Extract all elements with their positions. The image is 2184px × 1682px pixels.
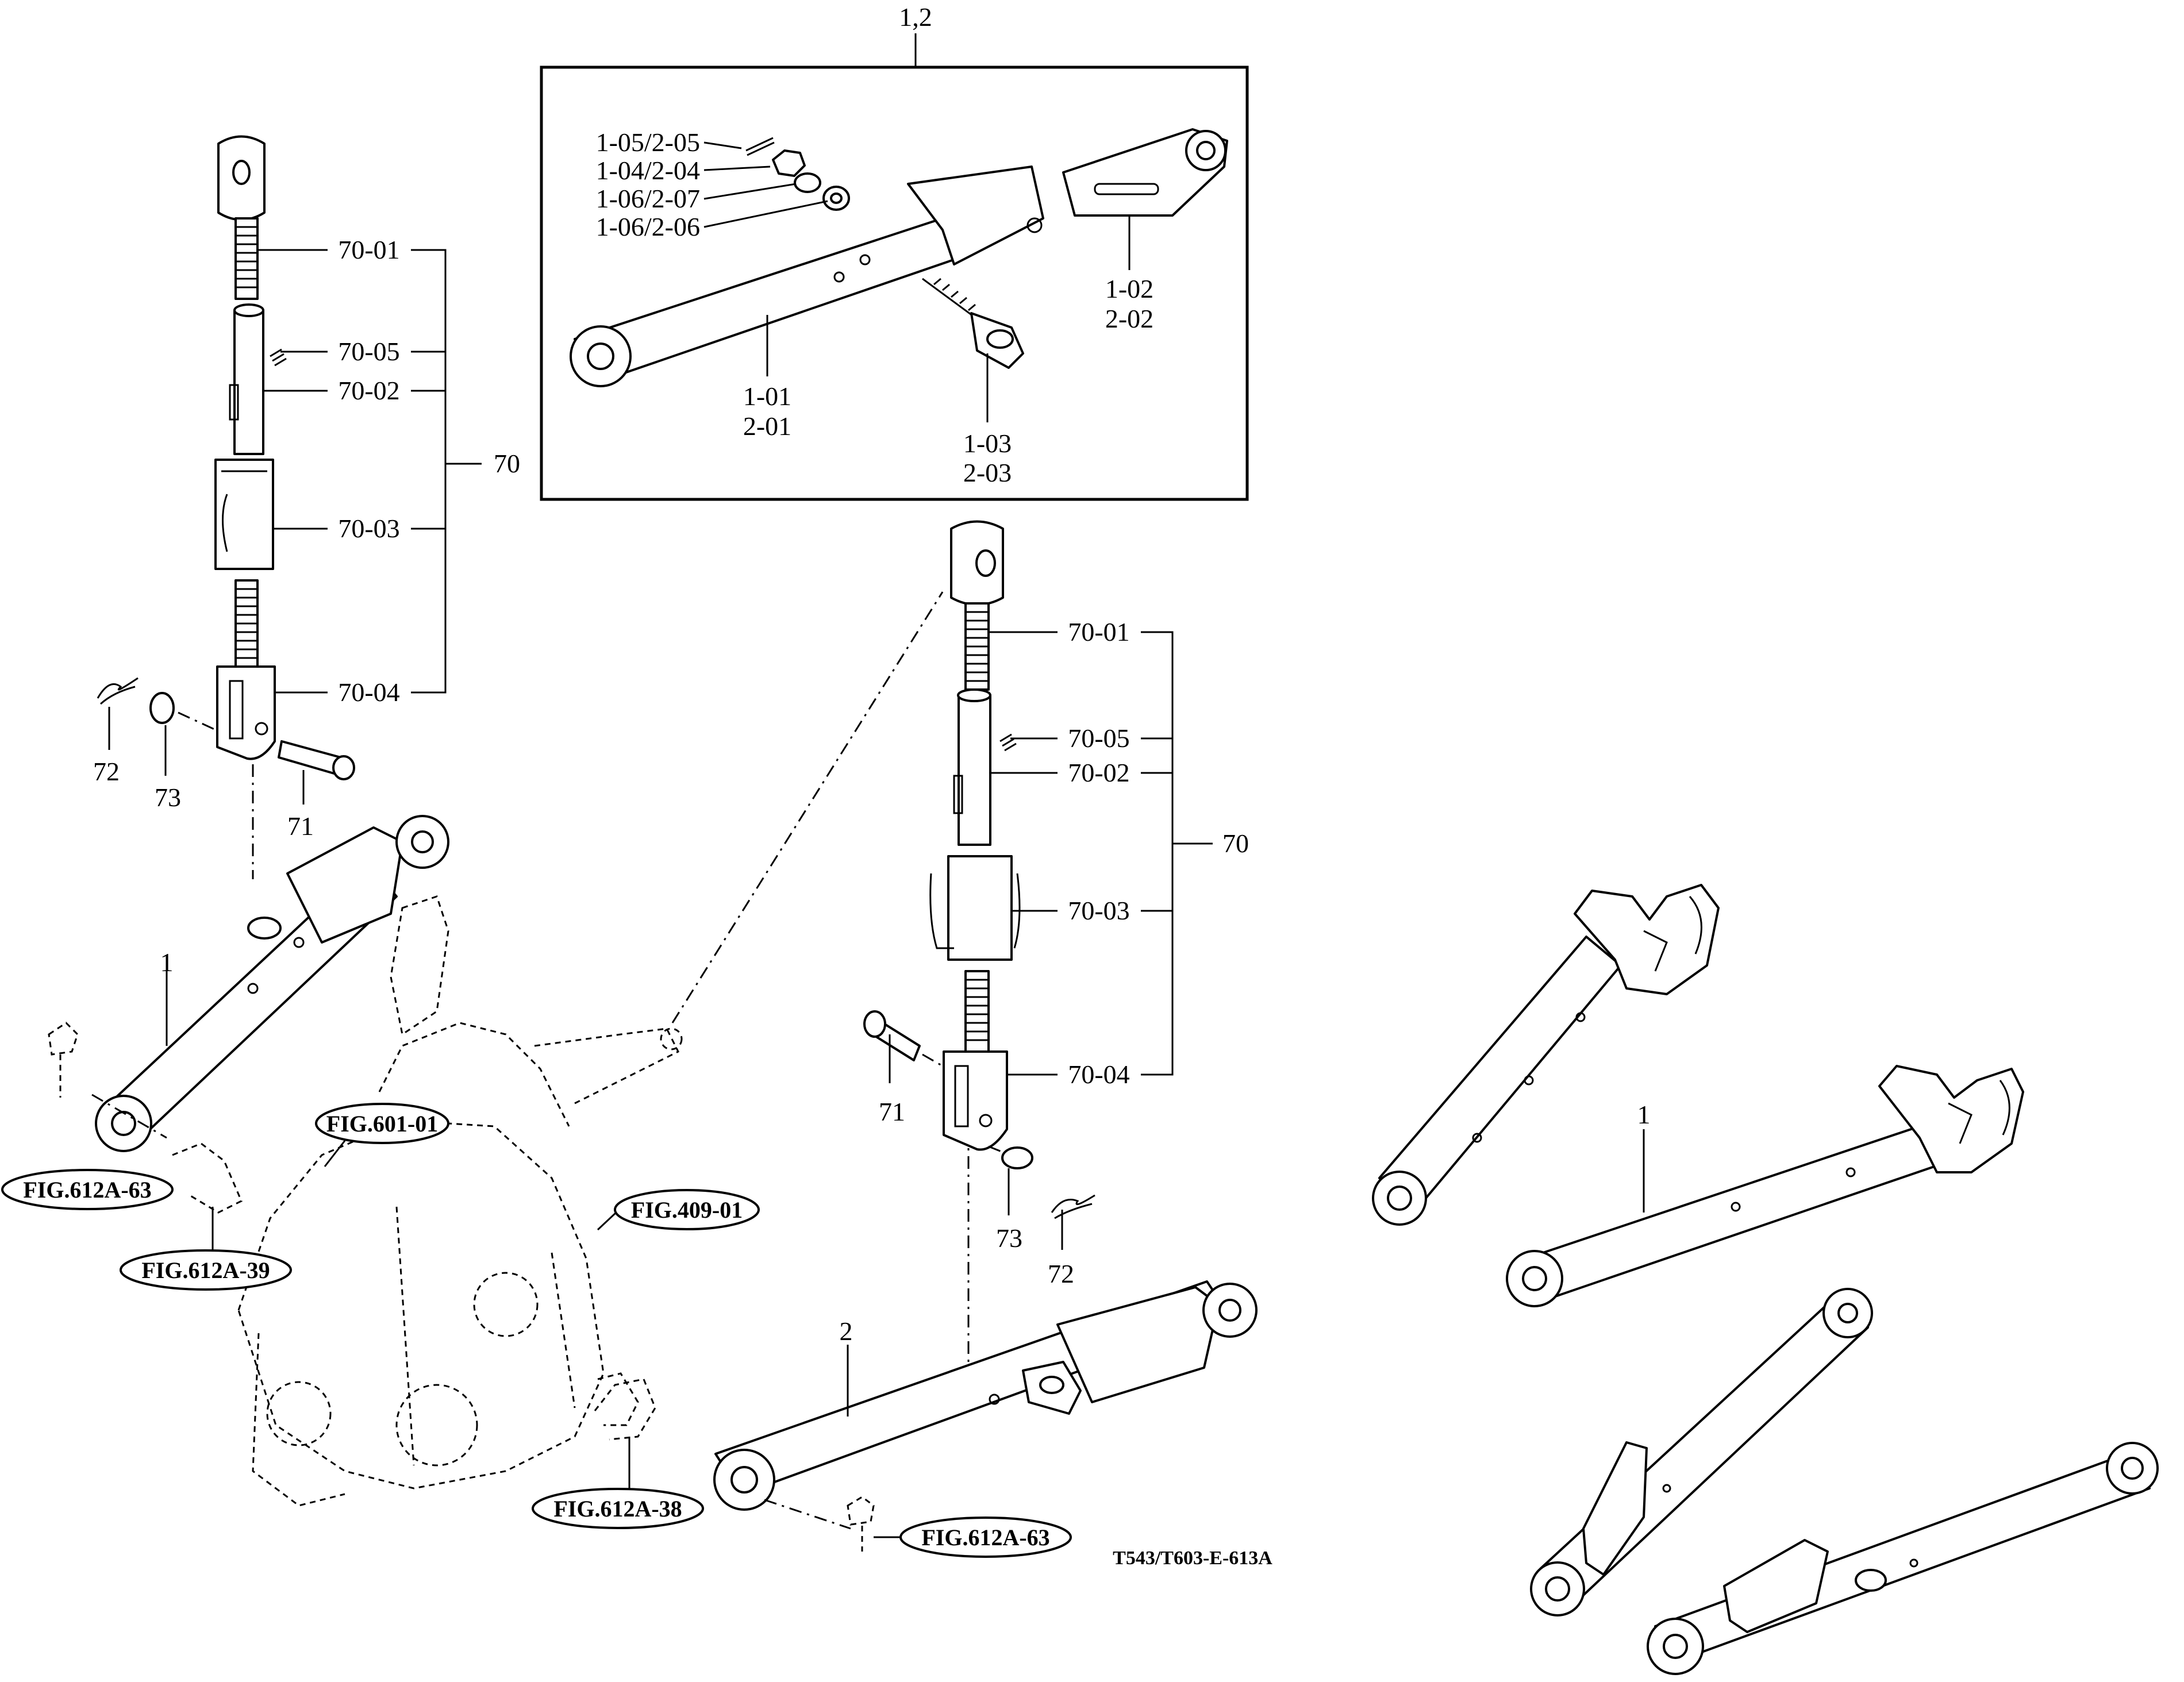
center-label-70-01: 70-01 <box>1068 617 1129 646</box>
center-assembly-bracket <box>1141 631 1174 1076</box>
fig-612a-38-label: FIG.612A-38 <box>553 1496 682 1522</box>
label-1-06-06: 1-06/2-06 <box>596 212 700 241</box>
label-1-02: 1-02 <box>1105 274 1153 303</box>
tractor-housing-ghost <box>172 591 970 1507</box>
center-r-clip <box>1051 1194 1095 1219</box>
label-1-01: 1-01 <box>743 382 791 411</box>
left-lower-link: 1 <box>48 815 449 1152</box>
left-label-70-05: 70-05 <box>338 337 399 366</box>
label-1-05: 1-05/2-05 <box>596 128 700 157</box>
fig-ref-409-01[interactable]: FIG.409-01 <box>597 1189 760 1231</box>
center-bottom-clevis <box>943 1050 1008 1151</box>
right-link-bottom-pair <box>1530 1288 2159 1675</box>
center-grease-fitting <box>999 733 1017 752</box>
left-label-70-03: 70-03 <box>338 514 399 543</box>
fig-ref-612a-38[interactable]: FIG.612A-38 <box>532 1437 704 1529</box>
leader-1-05 <box>703 141 742 149</box>
inset-lower-link <box>570 165 1044 387</box>
label-1-06-07: 1-06/2-07 <box>596 184 700 213</box>
right-link-lower: 1 <box>1506 1065 2024 1307</box>
leader-1-06-06 <box>703 200 828 228</box>
label-link-1-right: 1 <box>1637 1100 1651 1129</box>
left-label-71: 71 <box>287 811 314 841</box>
label-2-03: 2-03 <box>963 458 1012 487</box>
bottom-lower-link: 2 <box>594 1280 1258 1552</box>
leader-1-04 <box>703 165 771 171</box>
center-label-70-03: 70-03 <box>1068 896 1129 925</box>
left-lift-rod: 70-01 70-05 70-02 70-03 70-04 70 72 73 7… <box>93 135 520 879</box>
left-sleeve <box>214 459 274 570</box>
left-assembly-bracket <box>411 249 447 694</box>
inset-hook <box>1062 128 1228 217</box>
center-lift-rod: 70-01 70-05 70-02 70-03 70-04 70 71 73 7… <box>863 520 1249 1288</box>
label-1-04: 1-04/2-04 <box>596 156 700 185</box>
fig-612a-63-bottom-label: FIG.612A-63 <box>921 1525 1049 1550</box>
left-r-clip <box>97 677 139 705</box>
right-link-upper <box>1372 884 1720 1226</box>
fig-ref-612a-39[interactable]: FIG.612A-39 <box>120 1207 292 1291</box>
center-label-70-05: 70-05 <box>1068 723 1129 753</box>
center-tube <box>958 694 991 846</box>
leader-1-06-07 <box>703 183 797 200</box>
inset-title: 1,2 <box>899 2 932 32</box>
left-tube <box>233 309 264 455</box>
fig-612a-63-left-label: FIG.612A-63 <box>23 1177 151 1203</box>
fig-ref-612a-63-left[interactable]: FIG.612A-63 <box>1 1169 174 1210</box>
castle-nut <box>772 149 806 177</box>
inset-group: 1,2 <box>540 2 1249 501</box>
center-sleeve <box>947 855 1013 961</box>
fig-409-01-label: FIG.409-01 <box>631 1197 743 1223</box>
left-label-70-04: 70-04 <box>338 678 399 707</box>
center-label-70-02: 70-02 <box>1068 758 1129 787</box>
center-washer <box>1001 1146 1033 1169</box>
center-label-71: 71 <box>879 1097 905 1126</box>
inset-frame <box>540 66 1249 501</box>
left-grease-fitting <box>270 348 287 367</box>
drawing-code: T543/T603-E-613A <box>1113 1548 1272 1569</box>
left-label-70-02: 70-02 <box>338 376 399 405</box>
inset-eye-bolt <box>922 278 1024 369</box>
center-label-70-04: 70-04 <box>1068 1060 1129 1089</box>
left-bottom-clevis <box>216 665 276 760</box>
left-label-73: 73 <box>155 783 181 812</box>
fig-ref-601-01[interactable]: FIG.601-01 <box>315 1103 449 1167</box>
label-1-03: 1-03 <box>963 429 1012 458</box>
center-label-73: 73 <box>996 1223 1022 1253</box>
label-link-1-left: 1 <box>160 948 174 977</box>
label-2-02: 2-02 <box>1105 304 1153 333</box>
center-label-70: 70 <box>1222 829 1249 858</box>
inset-washer <box>794 172 821 193</box>
fig-612a-39-label: FIG.612A-39 <box>141 1257 270 1283</box>
left-washer <box>149 692 175 724</box>
fig-ref-612a-63-bottom[interactable]: FIG.612A-63 <box>874 1517 1072 1558</box>
label-link-2: 2 <box>840 1317 853 1346</box>
fig-601-01-label: FIG.601-01 <box>326 1111 438 1137</box>
center-label-72: 72 <box>1048 1259 1074 1288</box>
left-label-70: 70 <box>494 449 520 478</box>
left-label-70-01: 70-01 <box>338 235 399 264</box>
left-label-72: 72 <box>93 757 120 786</box>
label-2-01: 2-01 <box>743 411 791 441</box>
cotter-pin-small <box>745 137 775 156</box>
